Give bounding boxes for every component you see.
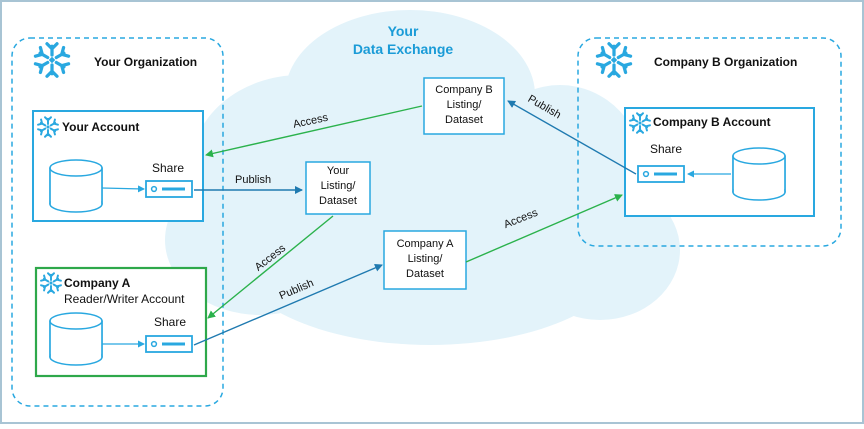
company-a-listing-line3: Dataset — [406, 268, 444, 280]
publish-your-label: Publish — [235, 174, 271, 186]
db-to-share-arrow — [101, 185, 145, 193]
company-a-listing-box — [383, 230, 467, 290]
your-listing-line3: Dataset — [319, 195, 357, 207]
publish-a-arrow — [193, 264, 383, 346]
access-your-to-a-arrow — [207, 215, 334, 319]
your-organization-title: Your Organization — [94, 55, 197, 69]
company-a-listing-line1: Company A — [397, 238, 455, 250]
exchange-title-line2: Data Exchange — [353, 41, 454, 57]
company-a-account-title: Company A — [64, 276, 131, 290]
your-listing-line2: Listing/ — [321, 180, 357, 192]
database-icon — [49, 312, 103, 366]
company-a-listing-line2: Listing/ — [408, 253, 444, 265]
company-b-listing-line1: Company B — [435, 84, 492, 96]
your-account-title: Your Account — [62, 120, 139, 134]
company-b-account-title: Company B Account — [653, 115, 771, 129]
share-icon — [144, 334, 194, 354]
company-a-share-label: Share — [154, 315, 186, 329]
exchange-title-line1: Your — [388, 23, 419, 39]
company-b-organization-boundary — [577, 37, 842, 247]
snowflake-icon — [33, 42, 71, 78]
company-a-account-subtitle: Reader/Writer Account — [64, 292, 185, 306]
your-organization-boundary — [11, 37, 224, 407]
your-account-share-label: Share — [152, 161, 184, 175]
database-icon — [732, 147, 786, 201]
company-b-listing-line3: Dataset — [445, 114, 483, 126]
snowflake-icon — [595, 42, 633, 78]
publish-b-arrow — [507, 100, 637, 175]
share-icon — [144, 179, 194, 199]
your-listing-box — [305, 161, 371, 215]
company-b-organization-title: Company B Organization — [654, 55, 797, 69]
your-listing-line1: Your — [327, 165, 350, 177]
database-icon — [49, 159, 103, 213]
company-b-listing-box — [423, 77, 505, 135]
access-a-to-b-arrow — [465, 194, 623, 263]
company-b-listing-line2: Listing/ — [447, 99, 483, 111]
company-b-share-label: Share — [650, 142, 682, 156]
access-b-to-your-arrow — [205, 105, 423, 158]
share-icon — [636, 164, 686, 184]
